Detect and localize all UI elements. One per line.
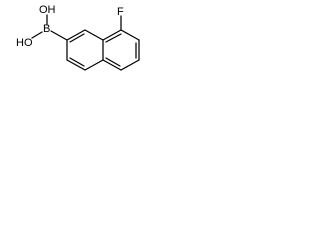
bond-c4a-c8a-inner (105, 57, 121, 67)
bond-c1-c2-inner (69, 33, 85, 43)
bond-c7-c6 (120, 29, 140, 41)
bond-b-oh-left (31, 31, 43, 39)
ring-b-bonds (66, 29, 104, 71)
bond-c1-c2 (66, 29, 86, 41)
boron-label: B (43, 23, 50, 35)
oh-top-label: OH (39, 4, 56, 16)
bond-c3-c4 (66, 59, 86, 71)
substituent-bonds (31, 14, 122, 41)
molecule-drawing: OH B HO F (16, 4, 140, 71)
oh-left-label: HO (16, 37, 33, 49)
bond-c2-b (50, 30, 68, 41)
bond-c3-c4-inner (69, 57, 85, 67)
atom-labels: OH B HO F (16, 4, 124, 49)
bond-c5-c4a (120, 59, 140, 71)
bond-c8a-c1 (84, 29, 104, 41)
fluorine-label: F (117, 6, 124, 18)
bond-c8-c7 (102, 29, 122, 41)
bond-c4a-c8a (102, 59, 122, 71)
bond-c4-c4a (84, 59, 104, 71)
ring-a-bonds (102, 29, 140, 71)
bond-c8-c7-inner (105, 33, 122, 43)
structure-canvas: OH B HO F (0, 0, 164, 114)
